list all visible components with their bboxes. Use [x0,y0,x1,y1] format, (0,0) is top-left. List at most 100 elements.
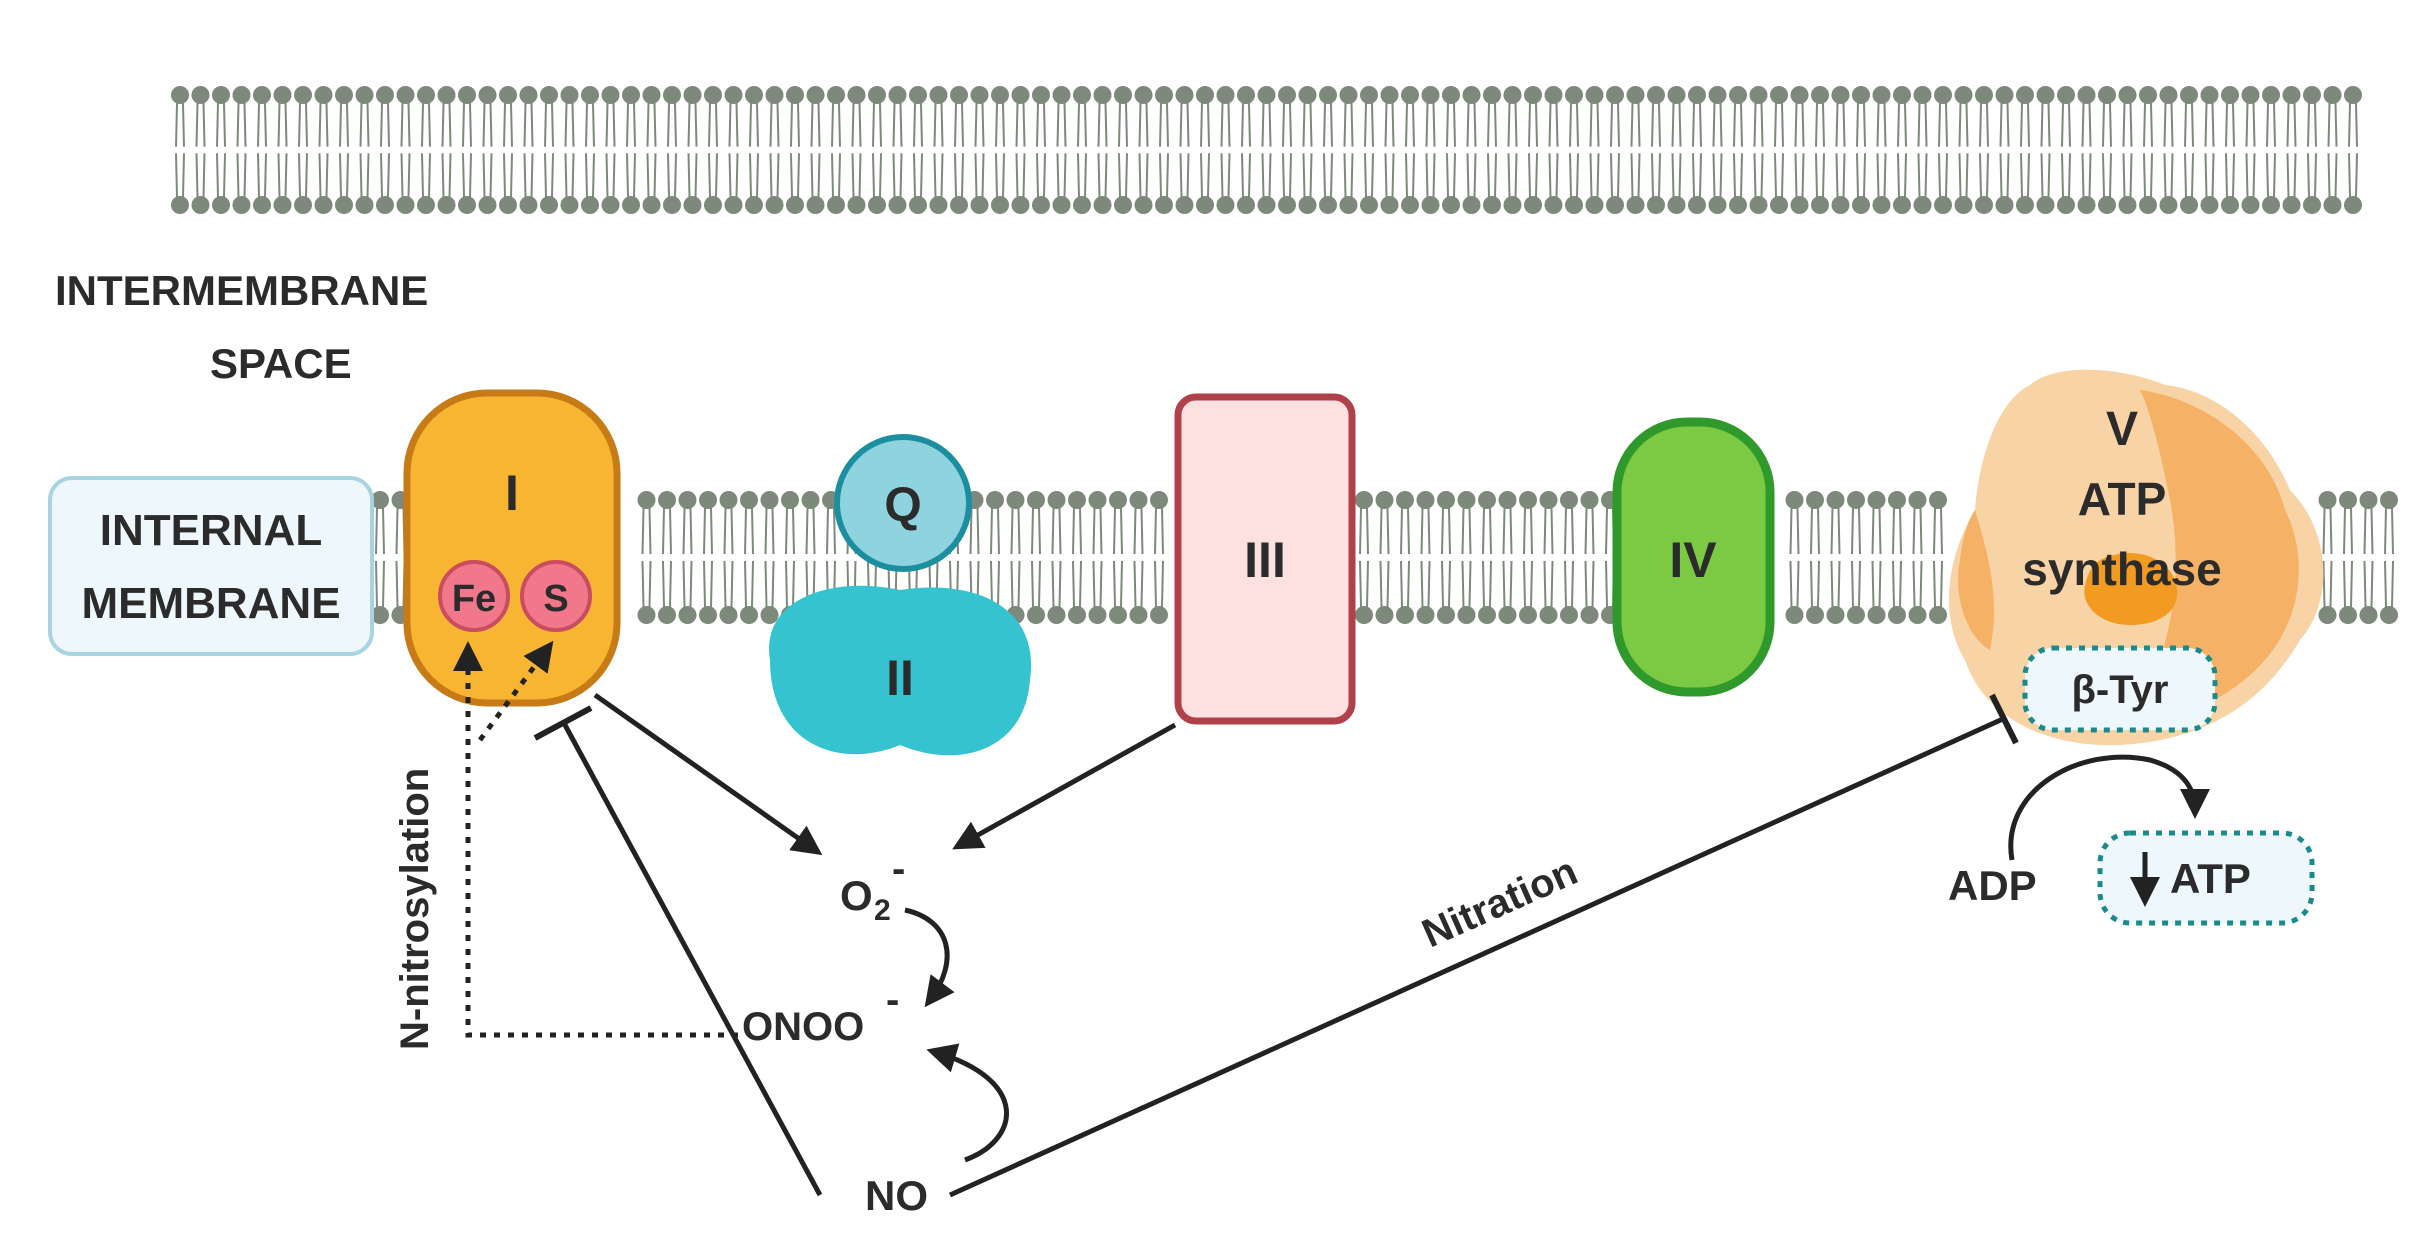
lipid-part [678,491,697,509]
lipid-part [1934,196,1952,214]
lipid-part [2262,86,2280,104]
lipid-part [1524,86,1542,104]
lipid-part [710,507,713,555]
lipid-part [2204,102,2208,147]
lipid-part [478,196,497,214]
lipid-part [667,153,670,198]
lipid-part [478,86,497,104]
lipid-part [366,153,370,198]
lipid-part [641,507,645,555]
lipid-part [792,507,795,555]
lipid-part [1140,507,1144,555]
lipid-part [1569,153,1572,198]
lipid-part [1781,153,1784,198]
lipid-part [1933,560,1936,608]
lipid-part [1114,86,1132,104]
lipid-part [1093,196,1112,214]
lipid-part [1494,102,1497,147]
lipid-part [1140,560,1144,608]
lipid-part [995,102,998,147]
lipid-part [1093,86,1112,104]
lipid-part [2057,196,2075,214]
lipid-part [2077,196,2096,214]
lipid-part [2245,102,2249,147]
lipid-part [581,86,599,104]
lipid-part [1934,86,1952,104]
lipid-part [448,102,452,147]
lipid-part [1801,153,1805,198]
lipid-part [1032,196,1050,214]
lipid-part [1658,102,1661,147]
lipid-part [2139,196,2157,214]
lipid-part [847,86,866,104]
lipid-part [191,86,210,104]
lipid-part [1842,102,1846,147]
lipid-part [1924,102,1928,147]
lipid-part [1560,491,1578,509]
lipid-part [1565,86,1583,104]
lipid-part [1355,491,1373,509]
lipid-part [1908,491,1927,509]
lipid-part [1796,560,1800,608]
lipid-part [2016,196,2034,214]
lipid-part [2355,153,2358,198]
lipid-part [1339,86,1358,104]
lipid-part [1072,507,1075,555]
lipid-part [888,196,907,214]
lipid-part [1938,153,1941,198]
lipid-part [1220,153,1224,198]
superoxide-to-peroxynitrite-arrow [904,907,955,1008]
lipid-part [699,606,717,624]
lipid-part [2180,86,2198,104]
lipid-part [1785,606,1804,624]
lipid-part [771,560,775,608]
lipid-part [1835,102,1839,147]
lipid-part [1278,86,1296,104]
lipid-part [1830,507,1834,555]
lipid-part [2350,560,2353,608]
lipid-part [1186,153,1190,198]
lipid-part [872,102,875,147]
lipid-part [868,196,886,214]
lipid-part [1159,153,1162,198]
lipid-part [2036,196,2055,214]
lipid-part [417,196,435,214]
lipid-part [1856,102,1859,147]
lipid-part [929,86,948,104]
lipid-part [1097,102,1101,147]
lipid-part [1565,196,1583,214]
lipid-part [653,102,657,147]
lipid-part [1919,560,1923,608]
lipid-part [694,153,698,198]
lipid-part [1796,507,1800,555]
lipid-part [1904,102,1907,147]
lipid-part [1811,86,1829,104]
lipid-part [441,102,445,147]
lipid-part [765,86,784,104]
lipid-part [1913,196,1932,214]
lipid-part [751,560,754,608]
lipid-part [437,86,456,104]
lipid-part [1099,560,1103,608]
lipid-part [1548,102,1552,147]
lipid-part [1817,560,1820,608]
lipid-part [981,102,985,147]
lipid-part [458,86,476,104]
lipid-part [1580,491,1599,509]
lipid-part [1268,102,1272,147]
complex-3-label: III [1244,532,1286,588]
lipid-part [1584,560,1588,608]
lipid-part [1056,153,1060,198]
lipid-part [2211,153,2215,198]
lipid-part [216,102,219,147]
lipid-part [879,102,882,147]
lipid-part [1159,102,1162,147]
lipid-part [1068,491,1086,509]
lipid-part [1605,507,1608,555]
lipid-part [305,153,308,198]
lipid-part [2139,86,2157,104]
lipid-part [1596,153,1600,198]
lipid-part [1133,560,1137,608]
lipid-part [1175,196,1194,214]
lipid-part [2339,606,2357,624]
